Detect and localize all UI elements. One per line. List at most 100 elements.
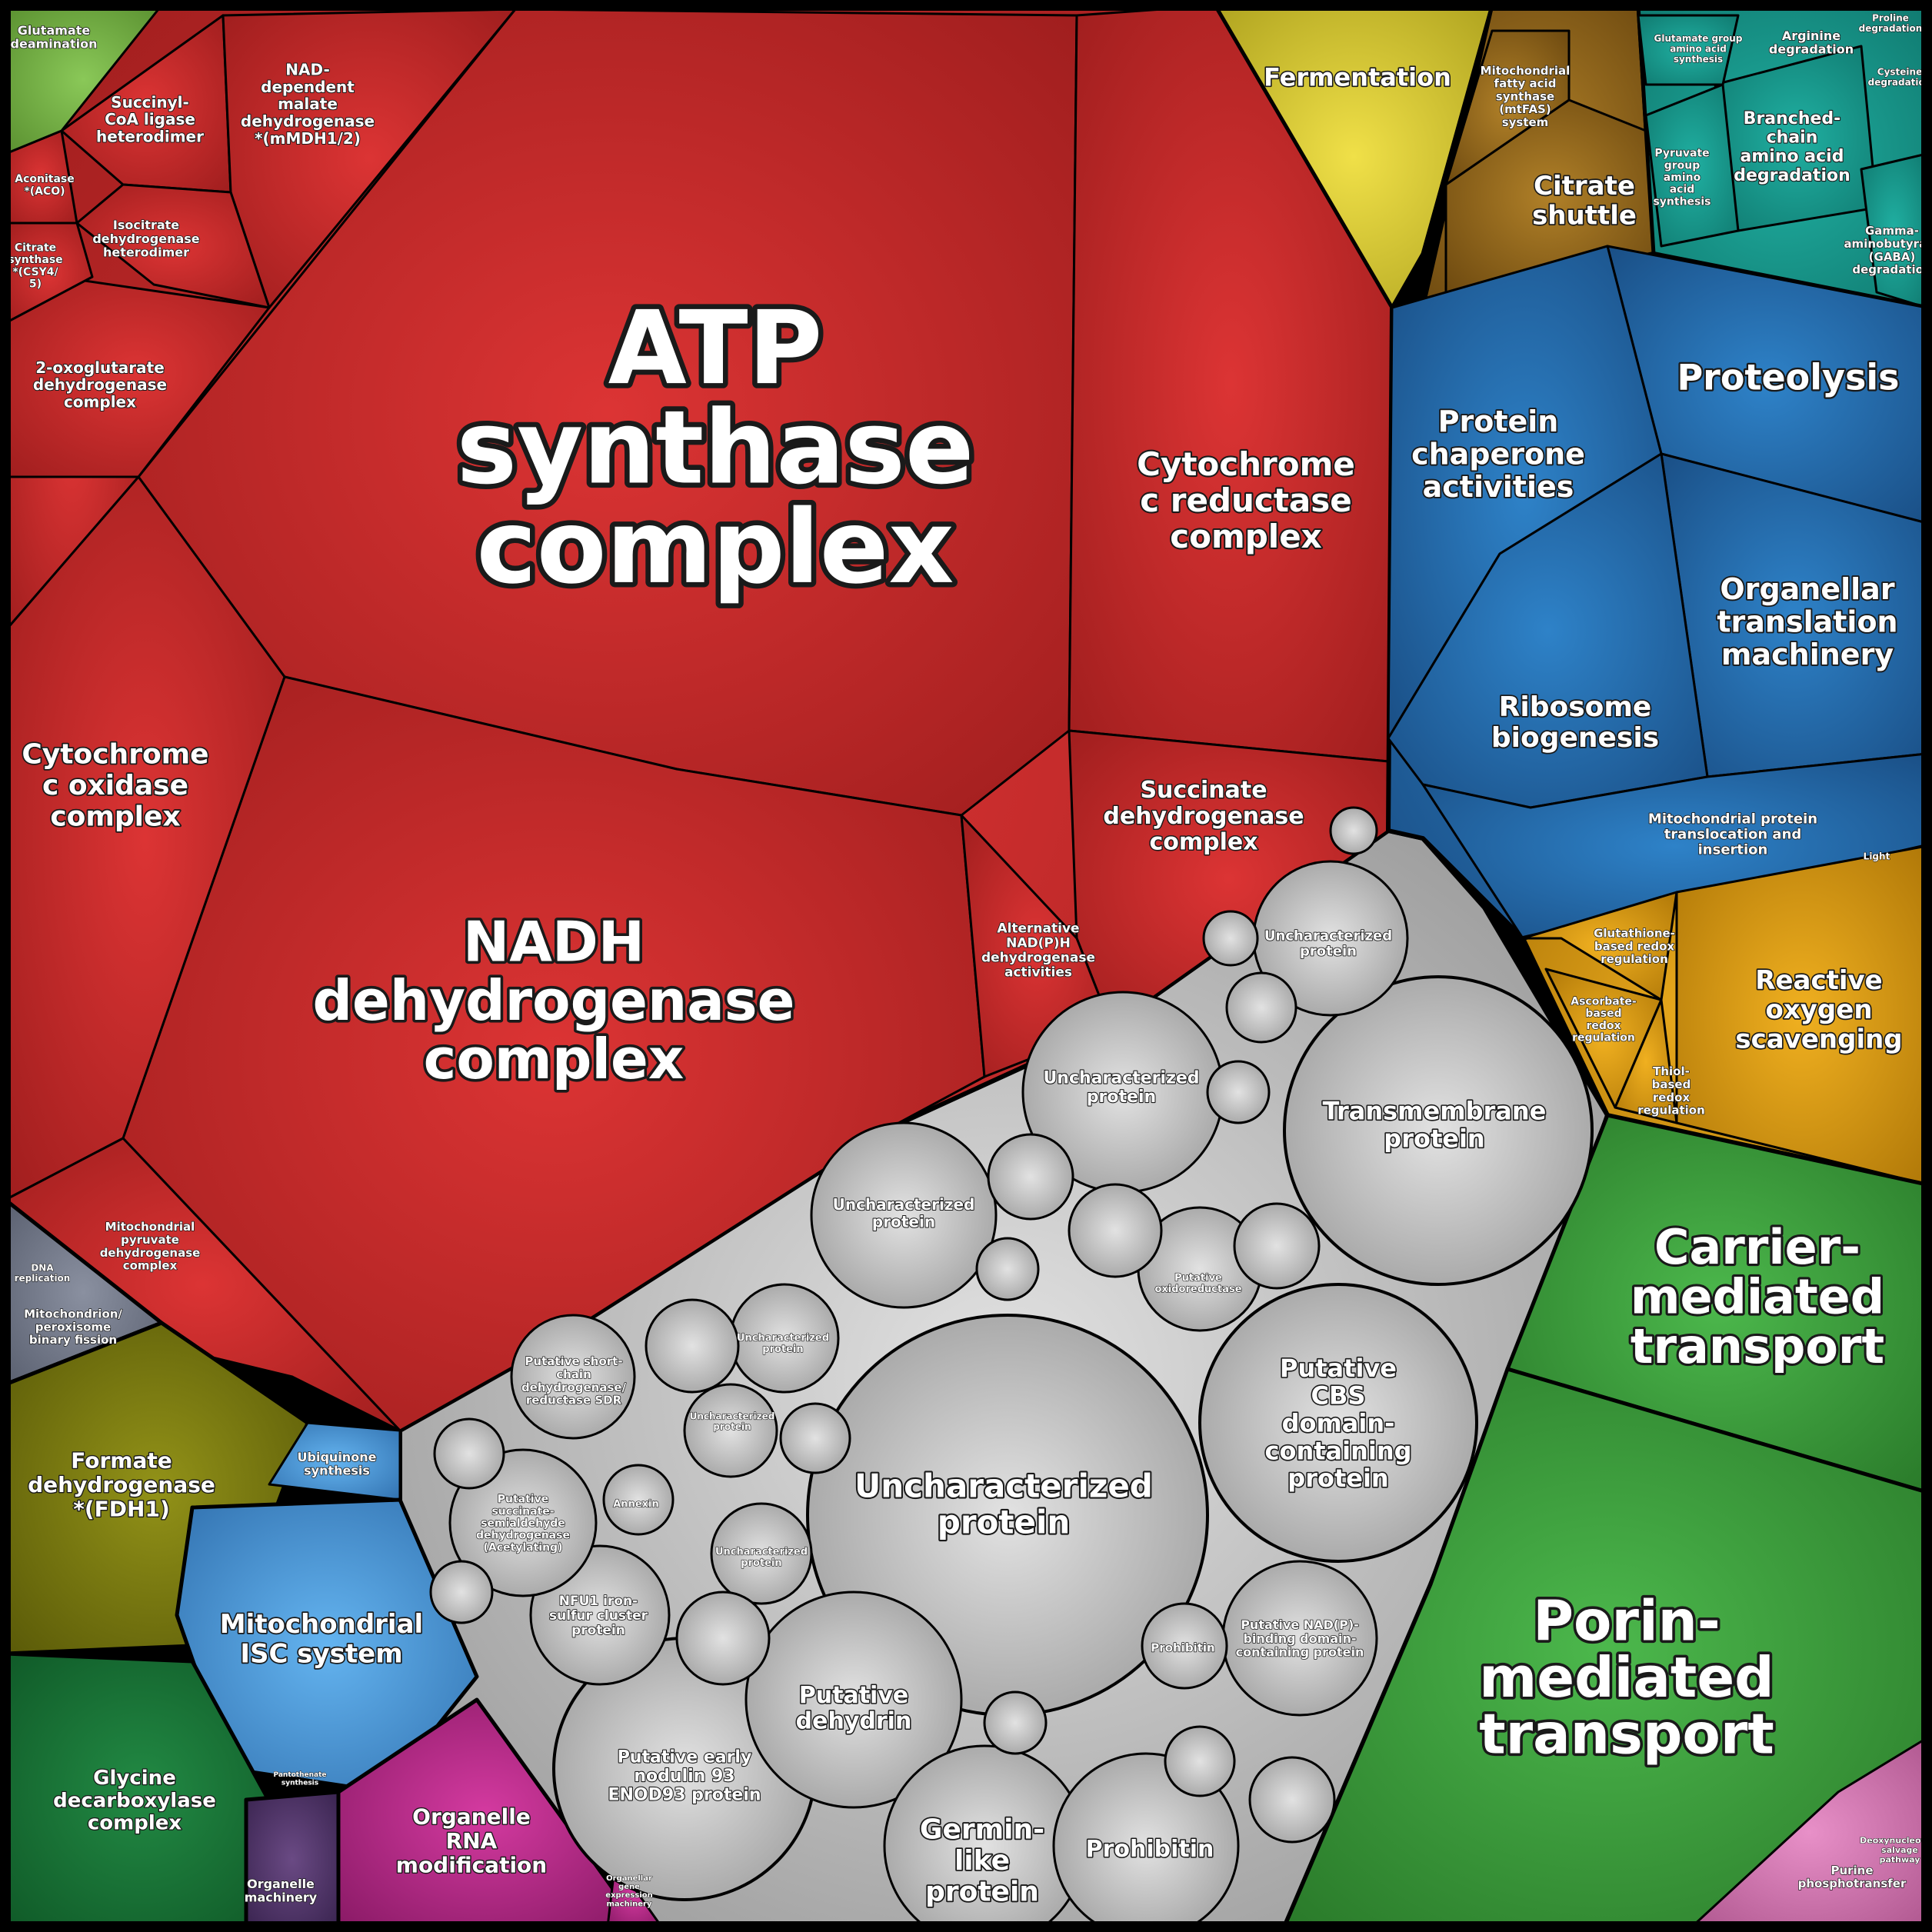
label-u1-line: protein	[1087, 1088, 1156, 1107]
label-u2-line: protein	[1300, 944, 1357, 960]
label-dna-line: replication	[15, 1273, 71, 1284]
label-ogdh-line: 2-oxoglutarate	[35, 358, 165, 377]
label-oxido-line: Putative	[1174, 1272, 1222, 1284]
label-deoxy-line: pathway	[1880, 1854, 1920, 1864]
label-transmembrane-line: protein	[1384, 1124, 1484, 1153]
cell-putative-small-k	[433, 1417, 505, 1490]
cell-putative-small-m	[779, 1402, 851, 1474]
label-pant-line: synthesis	[281, 1779, 318, 1787]
cell-isocitrate	[75, 183, 271, 309]
cell-organelle-machinery	[244, 1790, 341, 1929]
label-u6-line: Uncharacterized	[715, 1546, 808, 1557]
label-alt-line: activities	[1004, 965, 1072, 981]
cell-nadp-small	[645, 1298, 740, 1394]
label-germin-line: protein	[925, 1876, 1039, 1907]
label-pro-line: Proline	[1872, 13, 1909, 24]
label-cytc_ox-line: c oxidase	[42, 770, 188, 801]
label-fission-line: peroxisome	[35, 1320, 111, 1334]
label-org_trans-line: translation	[1717, 605, 1897, 639]
label-csy-line: synthase	[8, 254, 62, 266]
label-arg-line: Arginine	[1782, 28, 1840, 43]
label-sdh-line: Succinate	[1140, 777, 1267, 804]
label-ssadh-line: (Acetylating)	[484, 1541, 563, 1554]
label-u3-line: Uncharacterized	[833, 1195, 975, 1214]
label-cys-line: Cysteine	[1877, 67, 1922, 78]
cell-putative-cbs	[1198, 1283, 1478, 1563]
label-sdh-line: complex	[1149, 828, 1257, 855]
label-mdh-line: *(mMDH1/2)	[255, 129, 361, 148]
label-enod-line: nodulin 93	[634, 1767, 734, 1786]
label-u5-line: protein	[713, 1421, 751, 1432]
label-cytc_ox-line: complex	[50, 801, 180, 832]
label-aco-line: *(ACO)	[24, 185, 65, 198]
label-porin-line: transport	[1479, 1701, 1774, 1766]
label-fission-line: binary fission	[29, 1333, 117, 1347]
label-nadp-line: binding domain-	[1243, 1631, 1356, 1646]
label-gsh-line: Glutathione-	[1594, 927, 1675, 941]
label-germin-line: Germin-	[920, 1814, 1044, 1846]
label-gene_exp-line: machinery	[607, 1900, 652, 1908]
cell-annexin	[602, 1464, 675, 1536]
cell-putative-small-e	[1225, 971, 1297, 1044]
cell-putative-small-a	[1233, 1202, 1321, 1290]
cell-prohibitin	[1052, 1752, 1240, 1932]
label-nadh-line: complex	[424, 1027, 685, 1091]
cell-putative-small-f	[975, 1237, 1040, 1301]
label-glu_syn-line: synthesis	[1674, 54, 1723, 65]
label-oxido-line: oxidoreductase	[1154, 1284, 1241, 1295]
label-cbs-line: protein	[1287, 1464, 1388, 1493]
label-idh-line: Isocitrate	[113, 218, 179, 232]
label-arg-line: degradation	[1769, 42, 1854, 57]
label-cytc_red-line: c reductase	[1140, 481, 1351, 519]
label-pro-line: degradation	[1859, 23, 1923, 34]
label-gdc-line: Glycine	[93, 1767, 176, 1790]
cell-short-chain-sdr	[510, 1314, 636, 1440]
label-ubiq-line: Ubiquinone	[298, 1450, 377, 1464]
label-thiol-line: regulation	[1637, 1104, 1705, 1118]
cell-putative-small-l	[429, 1560, 494, 1624]
cell-putative-small-o	[1329, 806, 1378, 855]
label-mdh-line: dehydrogenase	[241, 112, 375, 131]
label-u4-line: Uncharacterized	[737, 1332, 829, 1344]
label-citrate_shuttle-line: shuttle	[1532, 200, 1637, 231]
label-ros-line: scavenging	[1735, 1024, 1902, 1054]
label-mdh-line: malate	[278, 95, 338, 113]
cell-putative-small-n	[1202, 910, 1259, 967]
label-gaba-line: aminobutyrate	[1844, 237, 1932, 251]
label-gsh-line: regulation	[1601, 952, 1668, 966]
label-fdh-line: Formate	[71, 1448, 172, 1474]
label-org_trans-line: machinery	[1721, 638, 1894, 671]
label-asc-line: Ascorbate-	[1571, 996, 1637, 1008]
label-fission-line: Mitochondrion/	[24, 1307, 122, 1321]
label-thiol-line: redox	[1653, 1091, 1690, 1104]
label-gaba: Gamma-aminobutyrate(GABA)degradation	[1844, 224, 1932, 276]
label-sdr-line: dehydrogenase/	[521, 1381, 627, 1394]
label-chaperone-line: Protein	[1438, 405, 1559, 438]
label-ogdh-line: complex	[64, 393, 136, 411]
